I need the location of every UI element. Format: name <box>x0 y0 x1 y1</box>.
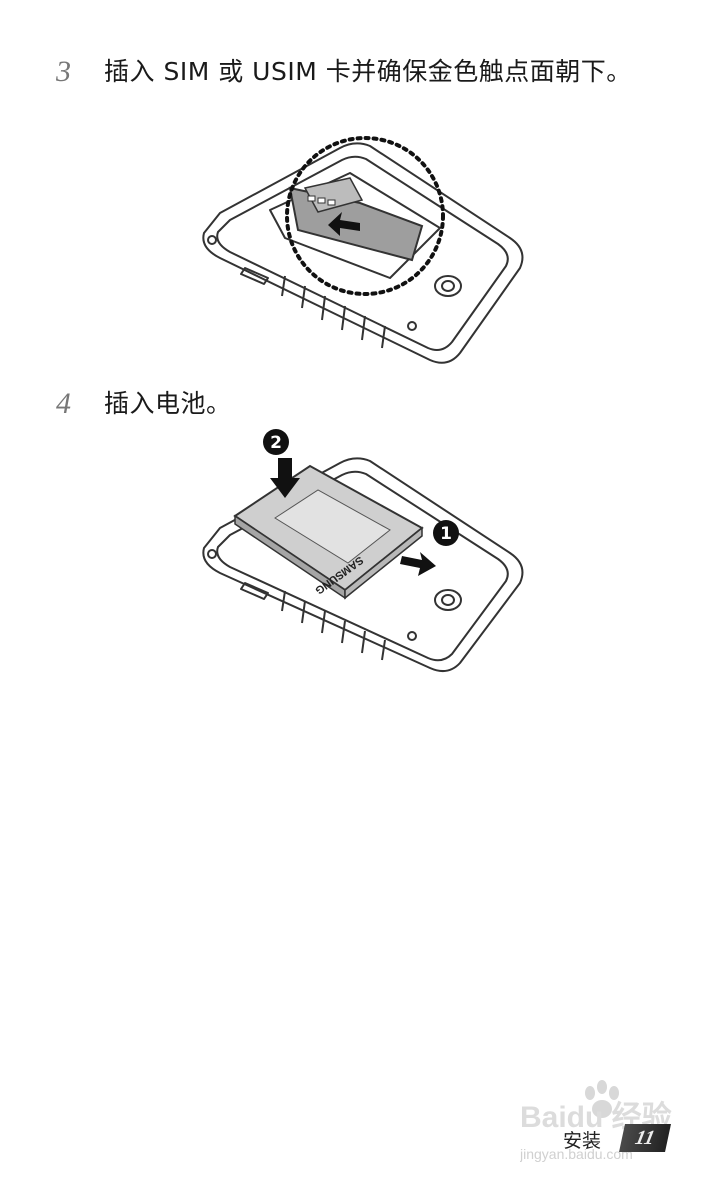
insert-arrow <box>400 552 436 576</box>
zoom-circle <box>285 136 445 296</box>
step-text: 插入 SIM 或 USIM 卡并确保金色触点面朝下。 <box>104 57 632 86</box>
step-number: 4 <box>56 387 71 420</box>
callout-2: 2 <box>263 429 289 455</box>
insert-arrow <box>328 212 360 236</box>
sim-insert-illustration <box>202 136 524 364</box>
section-name: 安装 <box>563 1130 602 1152</box>
phone-body <box>202 457 524 673</box>
battery-insert-illustration: SAMSUNG 2 1 <box>202 429 524 673</box>
page-number: 11 <box>619 1124 671 1152</box>
watermark-url: jingyan.baidu.com <box>520 1146 633 1162</box>
callout-1: 1 <box>433 520 459 546</box>
press-down-arrow <box>270 458 300 498</box>
phone-body <box>202 142 524 364</box>
svg-text:2: 2 <box>270 433 282 453</box>
svg-text:1: 1 <box>440 524 452 544</box>
step-text: 插入电池。 <box>104 389 232 418</box>
step-number: 3 <box>56 55 71 88</box>
